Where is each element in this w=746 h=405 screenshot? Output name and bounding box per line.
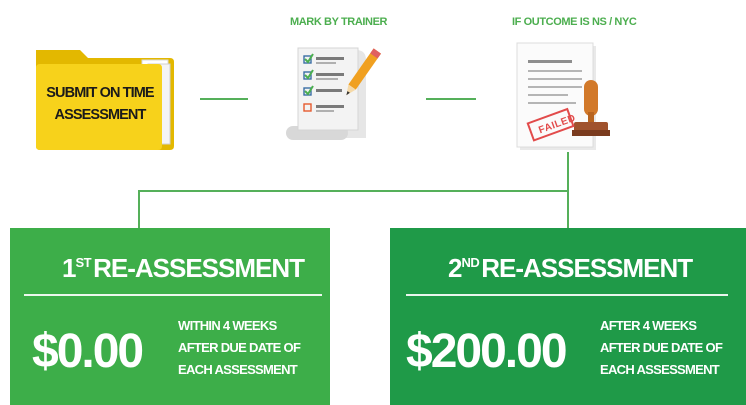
connector-left-drop [138,190,140,228]
box-1-title-text: RE-ASSESSMENT [93,253,305,283]
box-1-note-line2: AFTER DUE DATE OF [178,340,301,355]
box-2-note: AFTER 4 WEEKS AFTER DUE DATE OF EACH ASS… [600,315,723,381]
connector-line-1 [200,98,248,100]
box-2-note-line1: AFTER 4 WEEKS [600,318,697,333]
box-2-title: 2 ND RE-ASSESSMENT [448,253,693,284]
submit-label-line1: SUBMIT ON TIME [46,85,154,101]
box-2-divider [406,294,728,296]
box-2-title-text: RE-ASSESSMENT [481,253,693,283]
box-1-divider [24,294,322,296]
connector-branch [138,190,569,192]
mark-label: MARK BY TRAINER [290,16,388,28]
box-1-note-line3: EACH ASSESSMENT [178,362,298,377]
reassessment-box-1: 1 ST RE-ASSESSMENT $0.00 WITHIN 4 WEEKS … [10,228,330,405]
submit-step: SUBMIT ON TIME ASSESSMENT [30,42,180,154]
connector-line-2 [426,98,476,100]
reassessment-box-2: 2 ND RE-ASSESSMENT $200.00 AFTER 4 WEEKS… [390,228,746,405]
box-1-note: WITHIN 4 WEEKS AFTER DUE DATE OF EACH AS… [178,315,301,381]
folder-icon [36,50,174,150]
box-1-title: 1 ST RE-ASSESSMENT [62,253,305,284]
box-1-ordinal: 1 [62,253,77,283]
box-2-ordinal: 2 [448,253,463,283]
box-1-price: $0.00 [32,325,144,378]
box-2-note-line2: AFTER DUE DATE OF [600,340,723,355]
box-1-ordinal-suffix: ST [75,255,92,270]
box-1-note-line1: WITHIN 4 WEEKS [178,318,277,333]
submit-label-line2: ASSESSMENT [54,107,147,123]
checklist-icon [286,47,382,140]
box-2-price: $200.00 [406,325,568,378]
failed-stamp-icon [516,42,610,150]
box-2-ordinal-suffix: ND [461,255,480,270]
box-2-note-line3: EACH ASSESSMENT [600,362,720,377]
outcome-label: IF OUTCOME IS NS / NYC [512,16,637,28]
